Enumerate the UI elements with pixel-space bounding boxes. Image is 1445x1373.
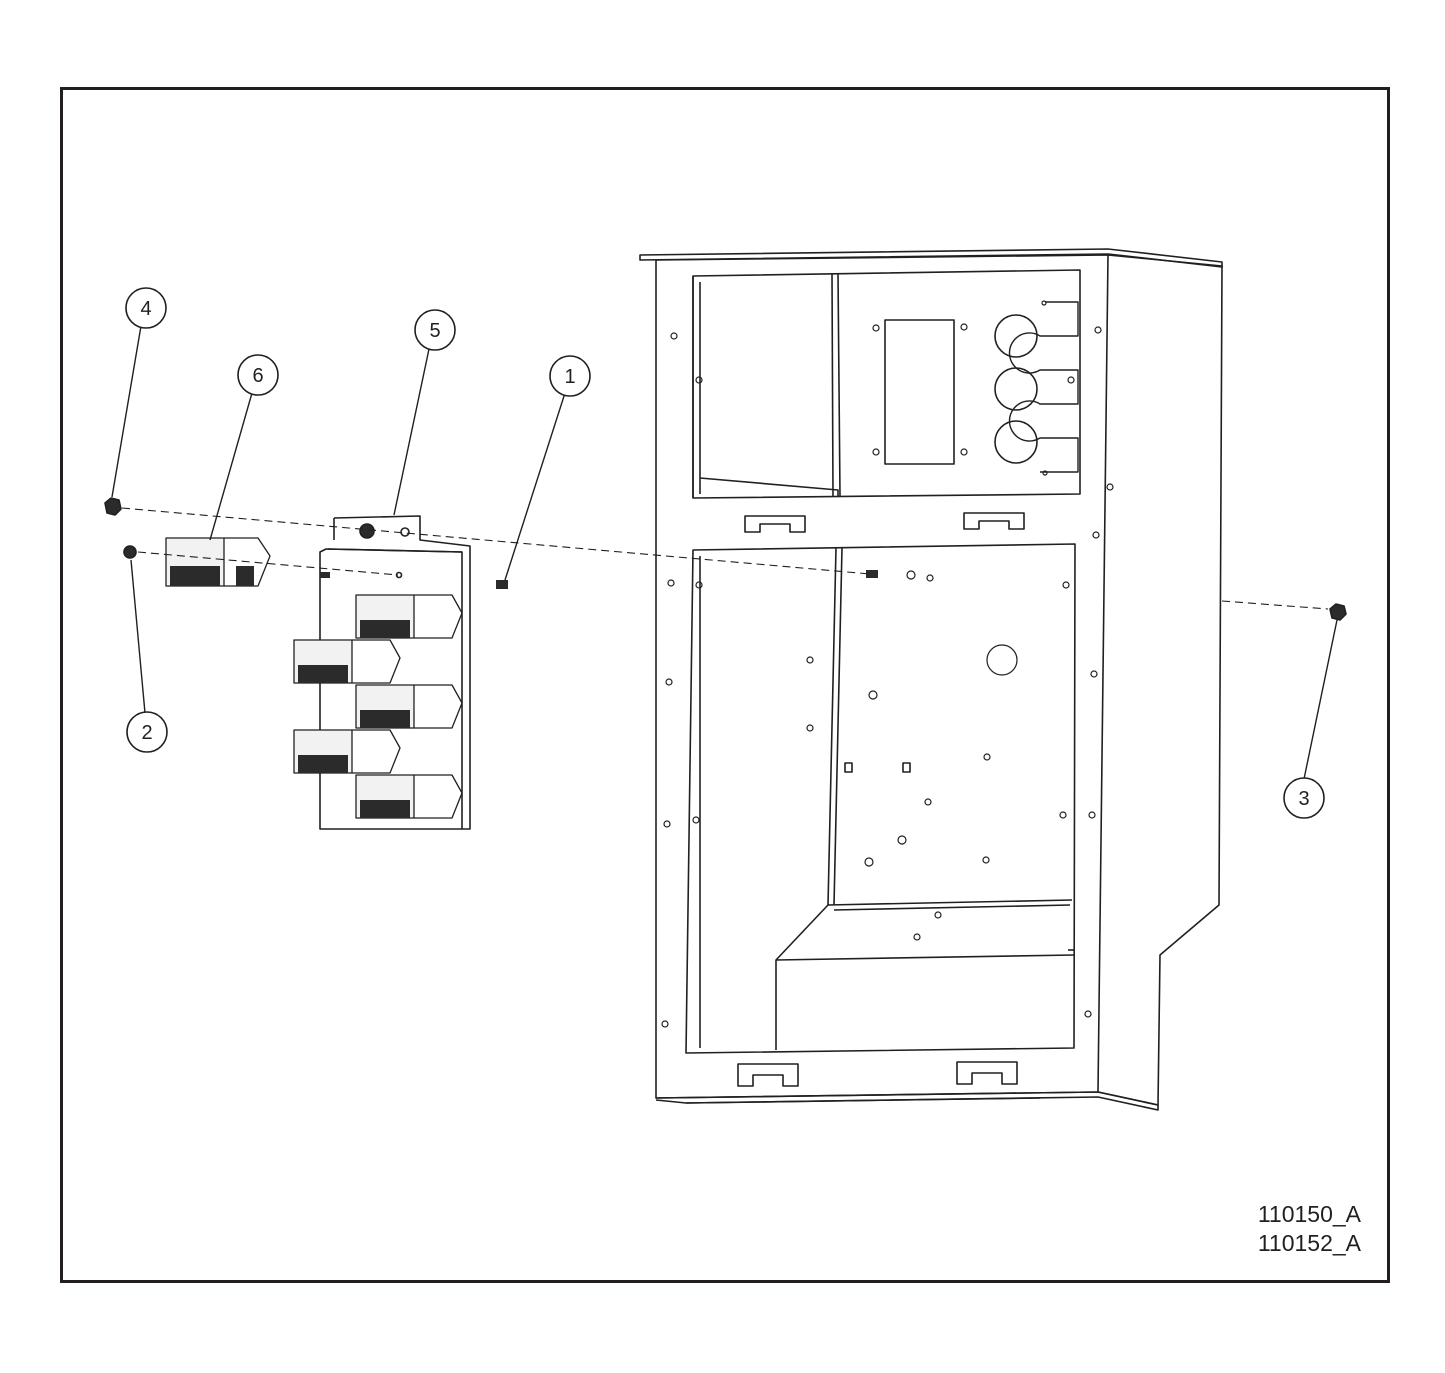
callout-circle — [549, 355, 591, 397]
callout-circle — [237, 354, 279, 396]
terminal-block — [293, 639, 401, 684]
callout-number: 2 — [141, 722, 152, 744]
callout-3: 3 — [1283, 777, 1325, 819]
terminal-block — [355, 684, 463, 729]
hardware — [104, 497, 1347, 621]
assembly-centerlines — [121, 507, 1329, 610]
callout-number: 1 — [564, 366, 575, 388]
callout-5: 5 — [414, 309, 456, 351]
drawing-frame — [60, 87, 1390, 1283]
callout-number: 5 — [429, 320, 440, 342]
drawing-ref: 110150_A — [1257, 1201, 1361, 1227]
terminal-block — [293, 729, 401, 774]
callout-1: 1 — [549, 355, 591, 397]
callout-4: 4 — [125, 287, 167, 329]
terminal-block — [355, 774, 463, 819]
callout-number: 6 — [252, 365, 263, 387]
drawing-reference-numbers: 110150_A 110152_A — [1258, 1200, 1361, 1258]
terminal-bracket — [293, 515, 471, 830]
hex-nut-item-3 — [1329, 603, 1347, 621]
screw-item-1 — [496, 580, 508, 589]
terminal-block-item-6 — [165, 537, 271, 587]
callout-leaders — [111, 325, 1338, 780]
callout-bubbles: 1 2 3 4 5 6 — [125, 287, 1325, 819]
callout-circle — [414, 309, 456, 351]
callout-circle — [126, 711, 168, 753]
enclosure-box — [639, 248, 1223, 1111]
drawing-ref: 110152_A — [1257, 1230, 1361, 1256]
callout-number: 3 — [1298, 788, 1309, 810]
callout-circle — [125, 287, 167, 329]
callout-2: 2 — [126, 711, 168, 753]
hex-nut-item-4 — [104, 497, 122, 516]
nut-item-2 — [123, 545, 137, 559]
callout-6: 6 — [237, 354, 279, 396]
callout-number: 4 — [140, 298, 151, 320]
callout-circle — [1283, 777, 1325, 819]
terminal-block — [355, 594, 463, 639]
